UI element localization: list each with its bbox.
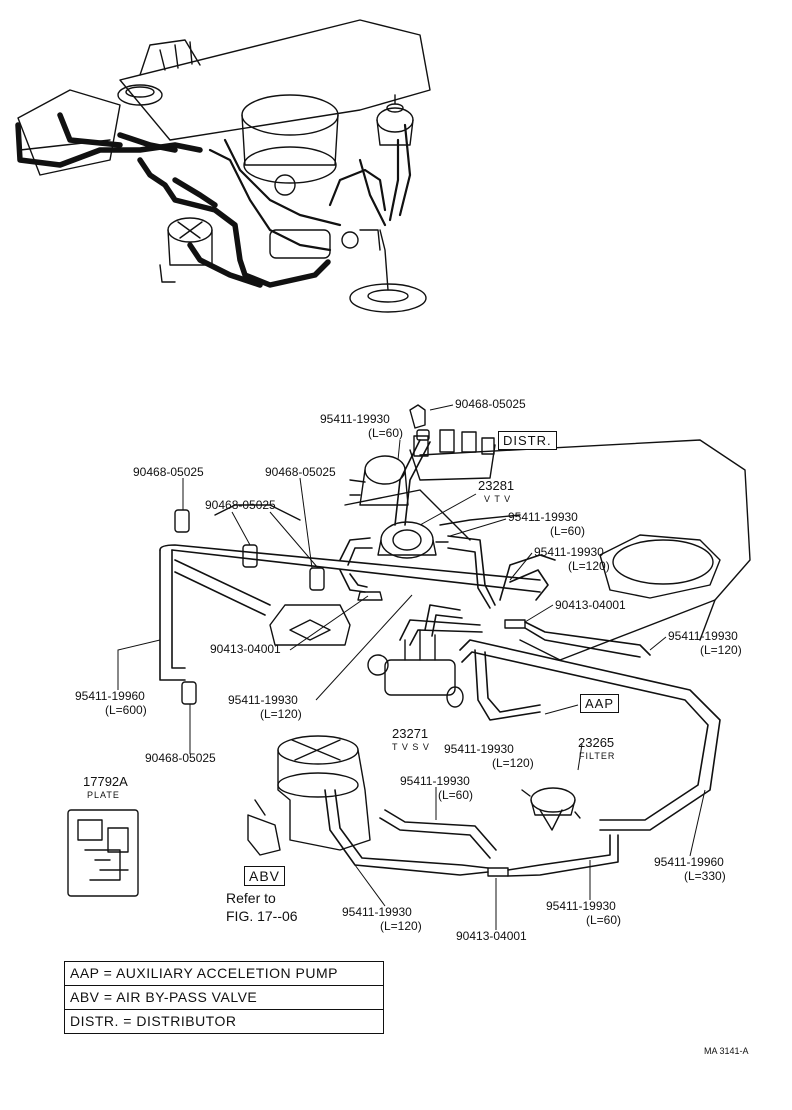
filter-unit — [521, 787, 581, 831]
label-90468-left-clamp: 90468-05025 — [133, 465, 204, 479]
label-95411-dist-hose-length: (L=60) — [368, 426, 404, 440]
hose-loop-600 — [159, 544, 549, 681]
fig-reference-link[interactable]: FIG. 17--06 — [226, 908, 298, 924]
vtv-valve — [377, 521, 449, 559]
label-90413-bottom-tee: 90413-04001 — [456, 929, 527, 943]
label-95411-right-long-length: (L=120) — [700, 643, 742, 657]
label-95411-19960-loop-length: (L=600) — [105, 703, 147, 717]
label-filter: FILTER — [579, 751, 616, 761]
label-95411-dist-hose: 95411-19930 — [320, 412, 390, 426]
refer-to-text: Refer to — [226, 890, 276, 906]
drawing-code: MA 3141-A — [704, 1046, 749, 1056]
label-23281: 23281 — [478, 478, 515, 493]
label-95411-right-hose-length: (L=120) — [568, 559, 610, 573]
label-23265: 23265 — [578, 735, 615, 750]
label-23271: 23271 — [392, 726, 429, 741]
label-90413-right-tee: 90413-04001 — [555, 598, 626, 612]
label-95411-abv-hose: 95411-19930 — [400, 774, 470, 788]
legend-row-aap: AAP = AUXILIARY ACCELETION PUMP — [65, 962, 383, 986]
label-vtv: V T V — [484, 494, 512, 504]
overview-thin-hoses — [208, 123, 412, 252]
label-17792a: 17792A — [83, 774, 128, 789]
label-95411-aap-hose-length: (L=120) — [492, 756, 534, 770]
legend-row-abv: ABV = AIR BY-PASS VALVE — [65, 986, 383, 1010]
aap-unit — [269, 604, 351, 646]
aap-tag: AAP — [580, 694, 620, 713]
overview-hoses — [15, 112, 331, 288]
label-95411-filter-hose: 95411-19930 — [546, 899, 616, 913]
label-90468-mid-clamp: 90468-05025 — [265, 465, 336, 479]
label-95411-tvsv-hose-length: (L=120) — [260, 707, 302, 721]
label-tvsv: T V S V — [392, 742, 430, 752]
label-95411-right-hose: 95411-19930 — [534, 545, 604, 559]
label-95411-abv-hose-length: (L=60) — [438, 788, 474, 802]
engine-block-outline — [214, 439, 751, 661]
engine-overview — [17, 19, 431, 313]
label-95411-tvsv-hose: 95411-19930 — [228, 693, 298, 707]
label-plate: PLATE — [87, 790, 120, 800]
label-90468-midlow-clamp: 90468-05025 — [205, 498, 276, 512]
label-95411-19960-loop: 95411-19960 — [75, 689, 145, 703]
tvsv-valve — [367, 629, 464, 708]
label-90413-left-tee: 90413-04001 — [210, 642, 281, 656]
plate — [67, 809, 139, 897]
air-cleaner-bottom — [247, 735, 371, 856]
distr-tag: DISTR. — [498, 431, 557, 450]
label-90468-distributor: 90468-05025 — [455, 397, 526, 411]
vacuum-hoses — [324, 439, 721, 877]
abv-tag: ABV — [244, 866, 286, 886]
label-95411-right-long: 95411-19930 — [668, 629, 738, 643]
label-90468-bottom-clamp: 90468-05025 — [145, 751, 216, 765]
label-95411-vtv-hose: 95411-19930 — [508, 510, 578, 524]
hose-clamps — [174, 429, 430, 705]
legend-row-distr: DISTR. = DISTRIBUTOR — [70, 1013, 237, 1029]
label-95411-vtv-hose-length: (L=60) — [550, 524, 586, 538]
label-95411-cleaner-hose-length: (L=120) — [380, 919, 422, 933]
label-95411-filter-hose-length: (L=60) — [586, 913, 622, 927]
abbreviation-legend: AAP = AUXILIARY ACCELETION PUMP ABV = AI… — [64, 961, 384, 1034]
label-95411-19960-long-length: (L=330) — [684, 869, 726, 883]
label-95411-19960-long: 95411-19960 — [654, 855, 724, 869]
label-95411-cleaner-hose: 95411-19930 — [342, 905, 412, 919]
label-95411-aap-hose: 95411-19930 — [444, 742, 514, 756]
